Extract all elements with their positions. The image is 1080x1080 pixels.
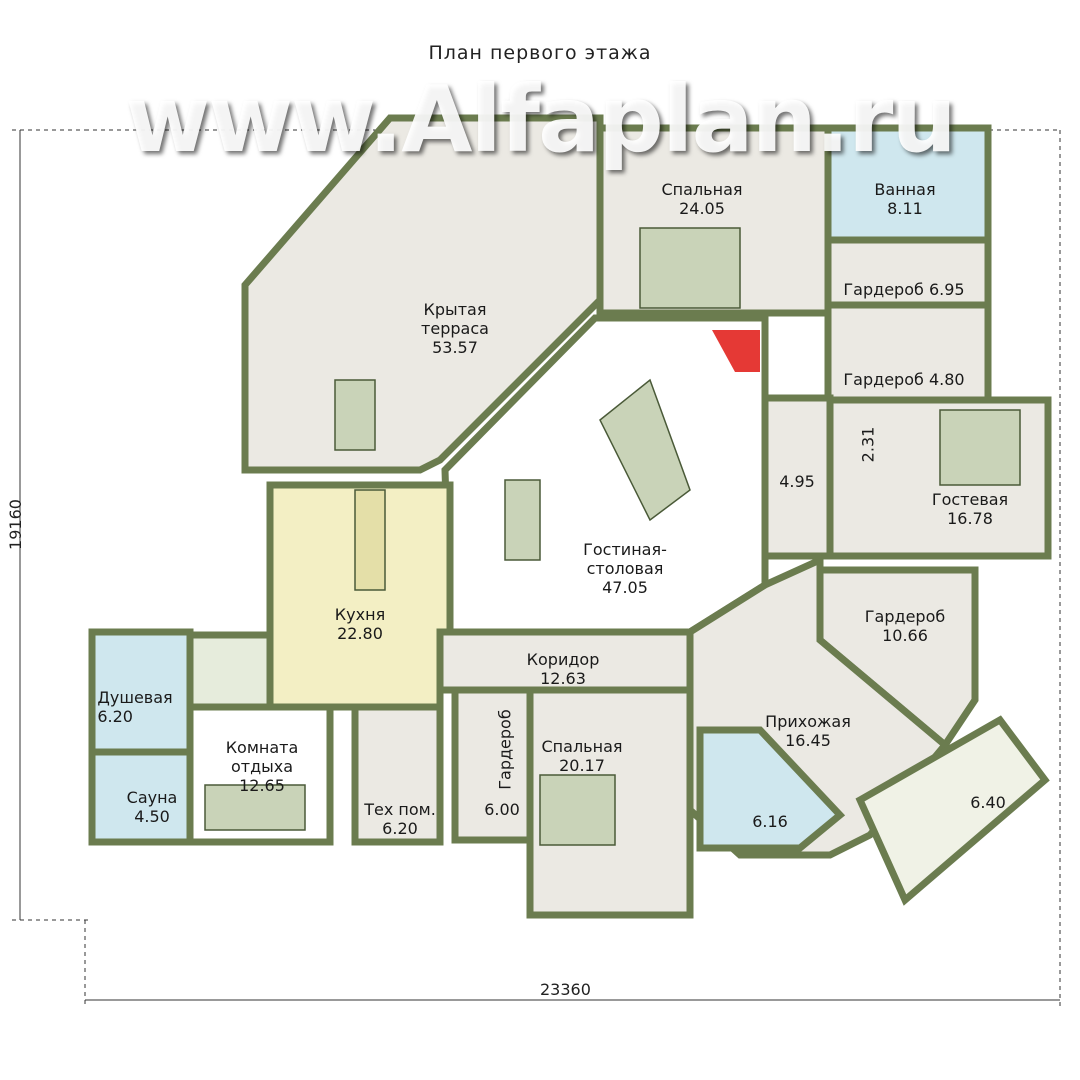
label-hall-small: 4.95 — [779, 472, 815, 491]
plan-title: План первого этажа — [428, 42, 652, 64]
label-small-room: 2.31 — [858, 426, 878, 463]
room-area: 12.65 — [239, 776, 285, 795]
room-name: Тех пом. — [364, 800, 436, 819]
room-name: Гардероб — [864, 607, 946, 626]
room-area: 12.63 — [540, 669, 586, 688]
room-area: 24.05 — [679, 199, 725, 218]
fireplace-icon — [712, 330, 760, 372]
room-area: 22.80 — [337, 624, 383, 643]
room-area: 16.45 — [785, 731, 831, 750]
room-name: Ванная — [874, 180, 936, 199]
room-area: 6.95 — [928, 280, 965, 299]
stairs — [186, 631, 274, 711]
room-area: 10.66 — [882, 626, 928, 645]
room-wc — [696, 726, 846, 852]
room-area: 53.57 — [432, 338, 478, 357]
room-area: 16.78 — [947, 509, 993, 528]
room-bathroom — [824, 124, 992, 244]
room-name: Сауна — [126, 788, 178, 807]
watermark: www.Alfaplan.ru — [125, 66, 957, 173]
room-area: 6.20 — [382, 819, 418, 838]
room-name: Душевая — [97, 688, 173, 707]
label-wardrobe-4-area: 6.00 — [484, 800, 520, 819]
room-name: Комната отдыха — [225, 738, 299, 776]
label-wardrobe-2: Гардероб 4.80 — [843, 370, 964, 389]
room-name: Спальная — [541, 737, 623, 756]
room-bedroom-1 — [596, 124, 832, 317]
room-area: 4.50 — [134, 807, 170, 826]
room-hall-small — [761, 394, 834, 560]
room-area: 47.05 — [602, 578, 648, 597]
room-sauna — [88, 748, 194, 846]
width-dimension: 23360 — [540, 980, 591, 999]
room-terrace — [241, 114, 604, 474]
room-shower — [88, 628, 194, 756]
room-name: Крытая терраса — [421, 300, 489, 338]
room-name: Гардероб — [843, 370, 924, 389]
room-name: Кухня — [334, 605, 386, 624]
room-name: Гостевая — [931, 490, 1009, 509]
height-dimension: 19160 — [5, 499, 25, 550]
room-wardrobe-2 — [824, 301, 992, 404]
room-name: Гостиная- столовая — [583, 540, 667, 578]
room-area: 20.17 — [559, 756, 605, 775]
dimension-lines — [12, 129, 1061, 1008]
room-tech — [351, 703, 444, 846]
label-wardrobe-1: Гардероб 6.95 — [843, 280, 964, 299]
furniture — [204, 227, 1021, 846]
label-wardrobe-4-name: Гардероб — [495, 709, 515, 790]
room-name: Гардероб — [843, 280, 924, 299]
label-porch: 6.40 — [970, 793, 1006, 812]
label-tech: Тех пом.6.20 — [364, 800, 436, 838]
room-name: Прихожая — [765, 712, 851, 731]
room-name: Коридор — [526, 650, 600, 669]
room-porch — [855, 715, 1050, 906]
room-area: 6.20 — [97, 707, 133, 726]
room-area: 4.80 — [928, 370, 965, 389]
label-wc: 6.16 — [752, 812, 788, 831]
room-area: 8.11 — [887, 199, 923, 218]
room-name: Спальная — [661, 180, 743, 199]
